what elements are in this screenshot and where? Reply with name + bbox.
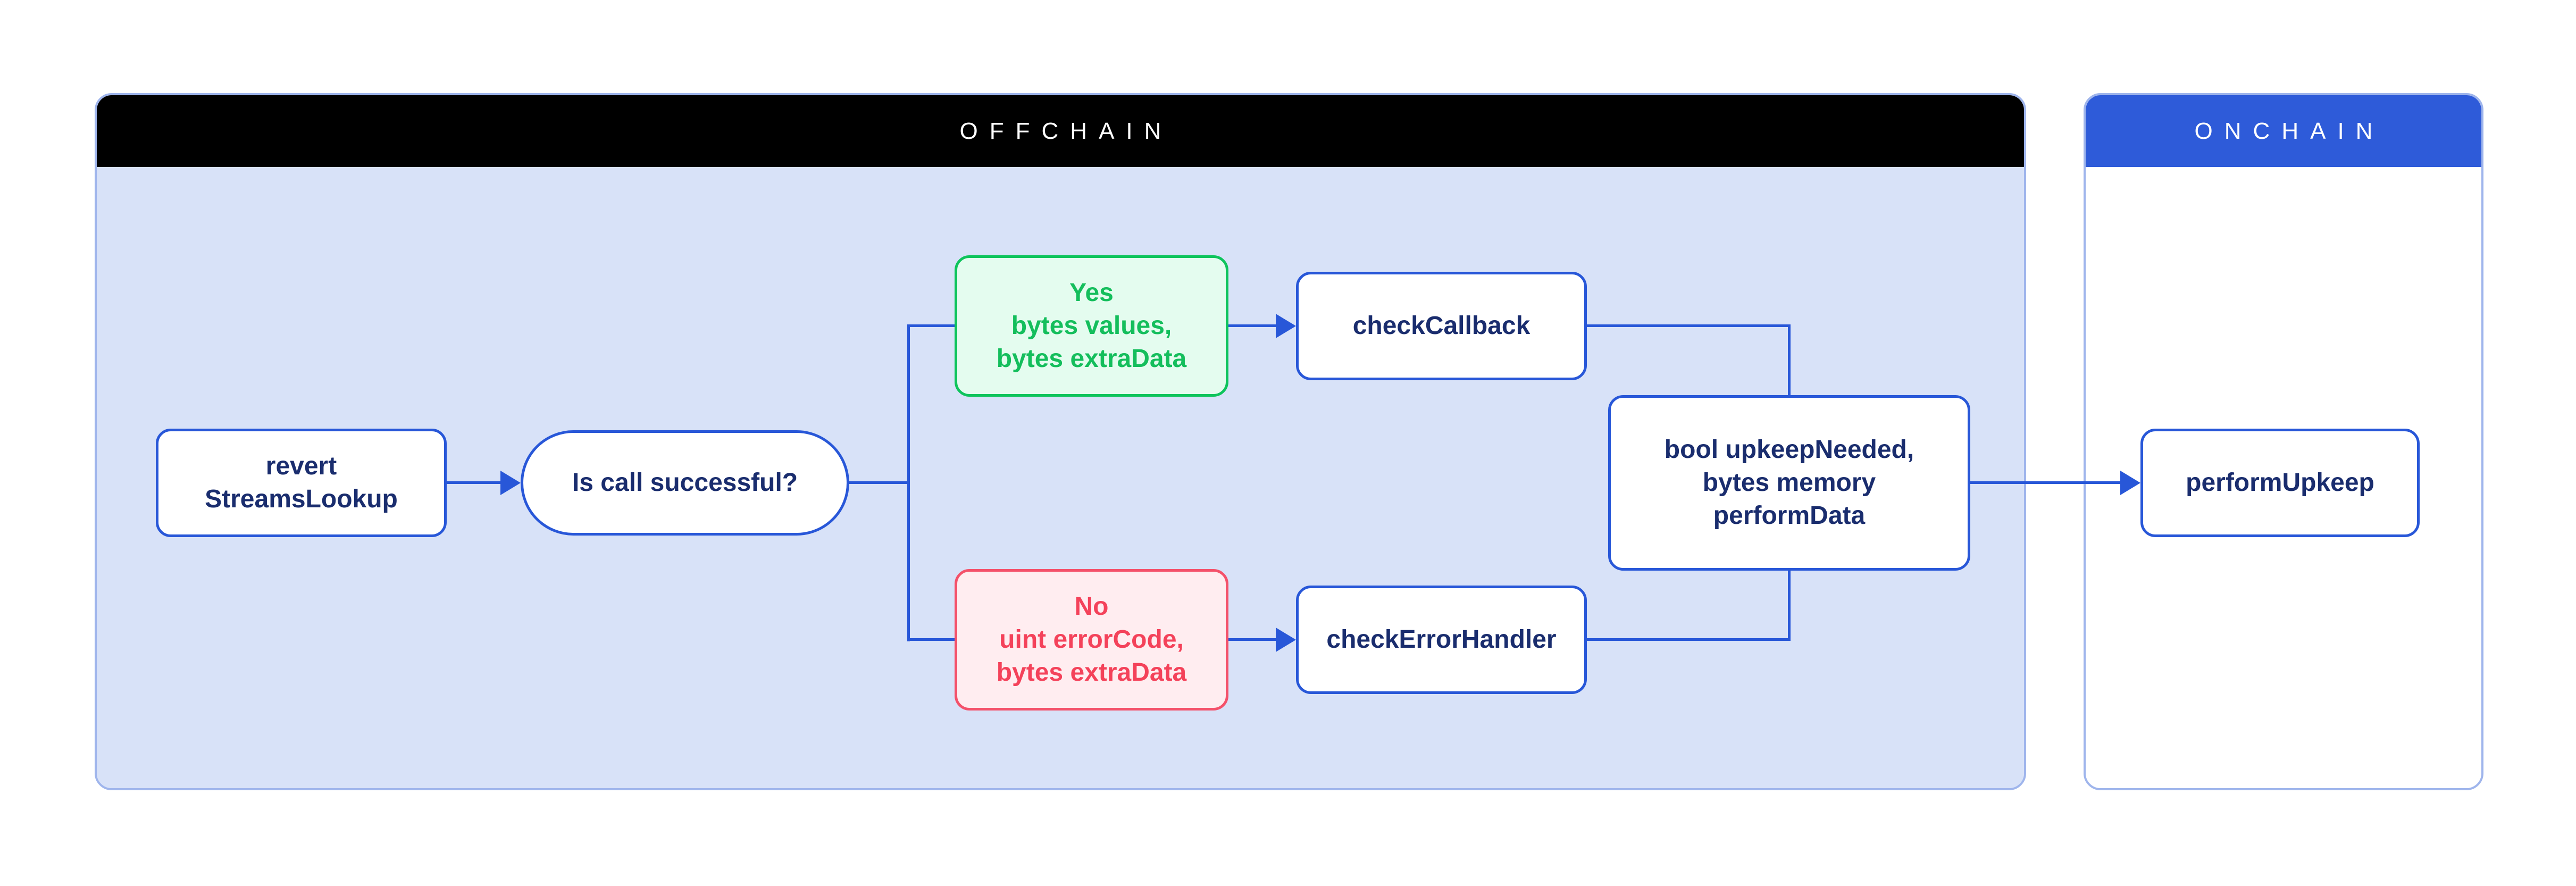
connector-revert-to-decision: [447, 481, 505, 484]
offchain-title: OFFCHAIN: [959, 118, 1173, 144]
connector-yes-to-checkcallback: [1228, 324, 1279, 327]
connector-branch-vertical: [907, 324, 910, 641]
connector-checkerrorhandler-right: [1587, 638, 1791, 641]
arrowhead-into-checkerrorhandler: [1276, 628, 1296, 652]
node-is-call-successful: Is call successful?: [521, 430, 849, 536]
offchain-panel-header: OFFCHAIN: [97, 95, 2024, 167]
node-yes-branch: Yes bytes values, bytes extraData: [955, 255, 1228, 397]
connector-result-to-performupkeep: [1970, 481, 2126, 484]
node-text-line: performData: [1713, 501, 1866, 530]
connector-checkerrorhandler-up-to-result: [1788, 568, 1791, 641]
arrowhead-into-decision: [500, 471, 521, 495]
connector-checkcallback-down-to-result: [1788, 324, 1791, 399]
node-text-line: No: [1074, 592, 1109, 621]
connector-checkcallback-right: [1587, 324, 1791, 327]
node-text-line: bytes extraData: [996, 345, 1187, 373]
node-text-line: performUpkeep: [2186, 469, 2374, 497]
arrowhead-into-performupkeep: [2120, 471, 2140, 495]
connector-branch-to-yes: [907, 324, 955, 327]
node-text-line: checkErrorHandler: [1326, 625, 1557, 654]
node-performupkeep: performUpkeep: [2140, 429, 2420, 537]
node-checkcallback: checkCallback: [1296, 272, 1587, 380]
node-text-line: bool upkeepNeeded,: [1664, 436, 1914, 464]
arrowhead-into-checkcallback: [1276, 314, 1296, 338]
onchain-panel-header: ONCHAIN: [2086, 95, 2481, 167]
node-text-line: bytes extraData: [996, 658, 1187, 687]
onchain-title: ONCHAIN: [2194, 118, 2385, 144]
node-no-branch: No uint errorCode, bytes extraData: [955, 569, 1228, 711]
connector-branch-to-no: [907, 638, 955, 641]
node-upkeep-result: bool upkeepNeeded, bytes memory performD…: [1608, 395, 1970, 571]
node-text-line: StreamsLookup: [205, 485, 398, 513]
node-text-line: bytes memory: [1702, 469, 1876, 497]
node-text-line: Yes: [1069, 279, 1114, 307]
node-revert-streamslookup: revert StreamsLookup: [156, 429, 447, 537]
connector-no-to-checkerrorhandler: [1228, 638, 1279, 641]
node-text-line: bytes values,: [1011, 312, 1172, 340]
node-text-line: Is call successful?: [572, 469, 798, 497]
node-text-line: revert: [265, 452, 337, 480]
node-text-line: checkCallback: [1352, 312, 1530, 340]
node-checkerrorhandler: checkErrorHandler: [1296, 586, 1587, 694]
connector-decision-to-branch: [849, 481, 910, 484]
node-text-line: uint errorCode,: [999, 625, 1184, 654]
